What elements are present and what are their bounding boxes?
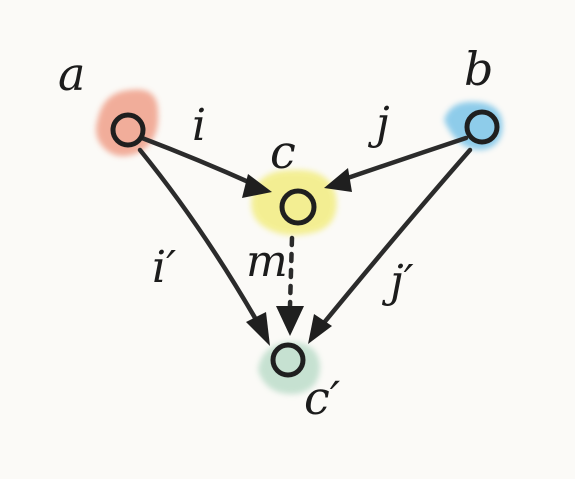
edge-i-label: i [192,100,206,151]
edge-j-prime-label: j′ [381,256,414,307]
edge-j-line [333,135,469,185]
edge-m-arrowhead [276,306,304,336]
edge-j-label: j [367,98,390,149]
edge-m-label: m [246,236,288,287]
edge-m-line [287,235,295,309]
node-b-circle [464,109,500,145]
edge-j-prime-arrowhead [308,314,332,344]
edge-j-prime-line [315,147,473,333]
node-a-circle [110,112,146,148]
node-a-label: a [58,47,85,101]
edge-i-prime-line [137,147,265,333]
node-c-circle [279,188,317,226]
edge-i-arrowhead [242,174,272,198]
node-c-prime-circle [270,342,306,378]
node-c-color-blob [251,169,337,236]
edge-i-prime-arrowhead [246,312,270,346]
edge-i-prime-label: i′ [152,242,176,293]
edge-j-arrowhead [324,168,352,192]
node-c-label: c [270,125,296,179]
node-c-prime-label: c′ [304,371,341,425]
node-b-label: b [464,42,493,96]
